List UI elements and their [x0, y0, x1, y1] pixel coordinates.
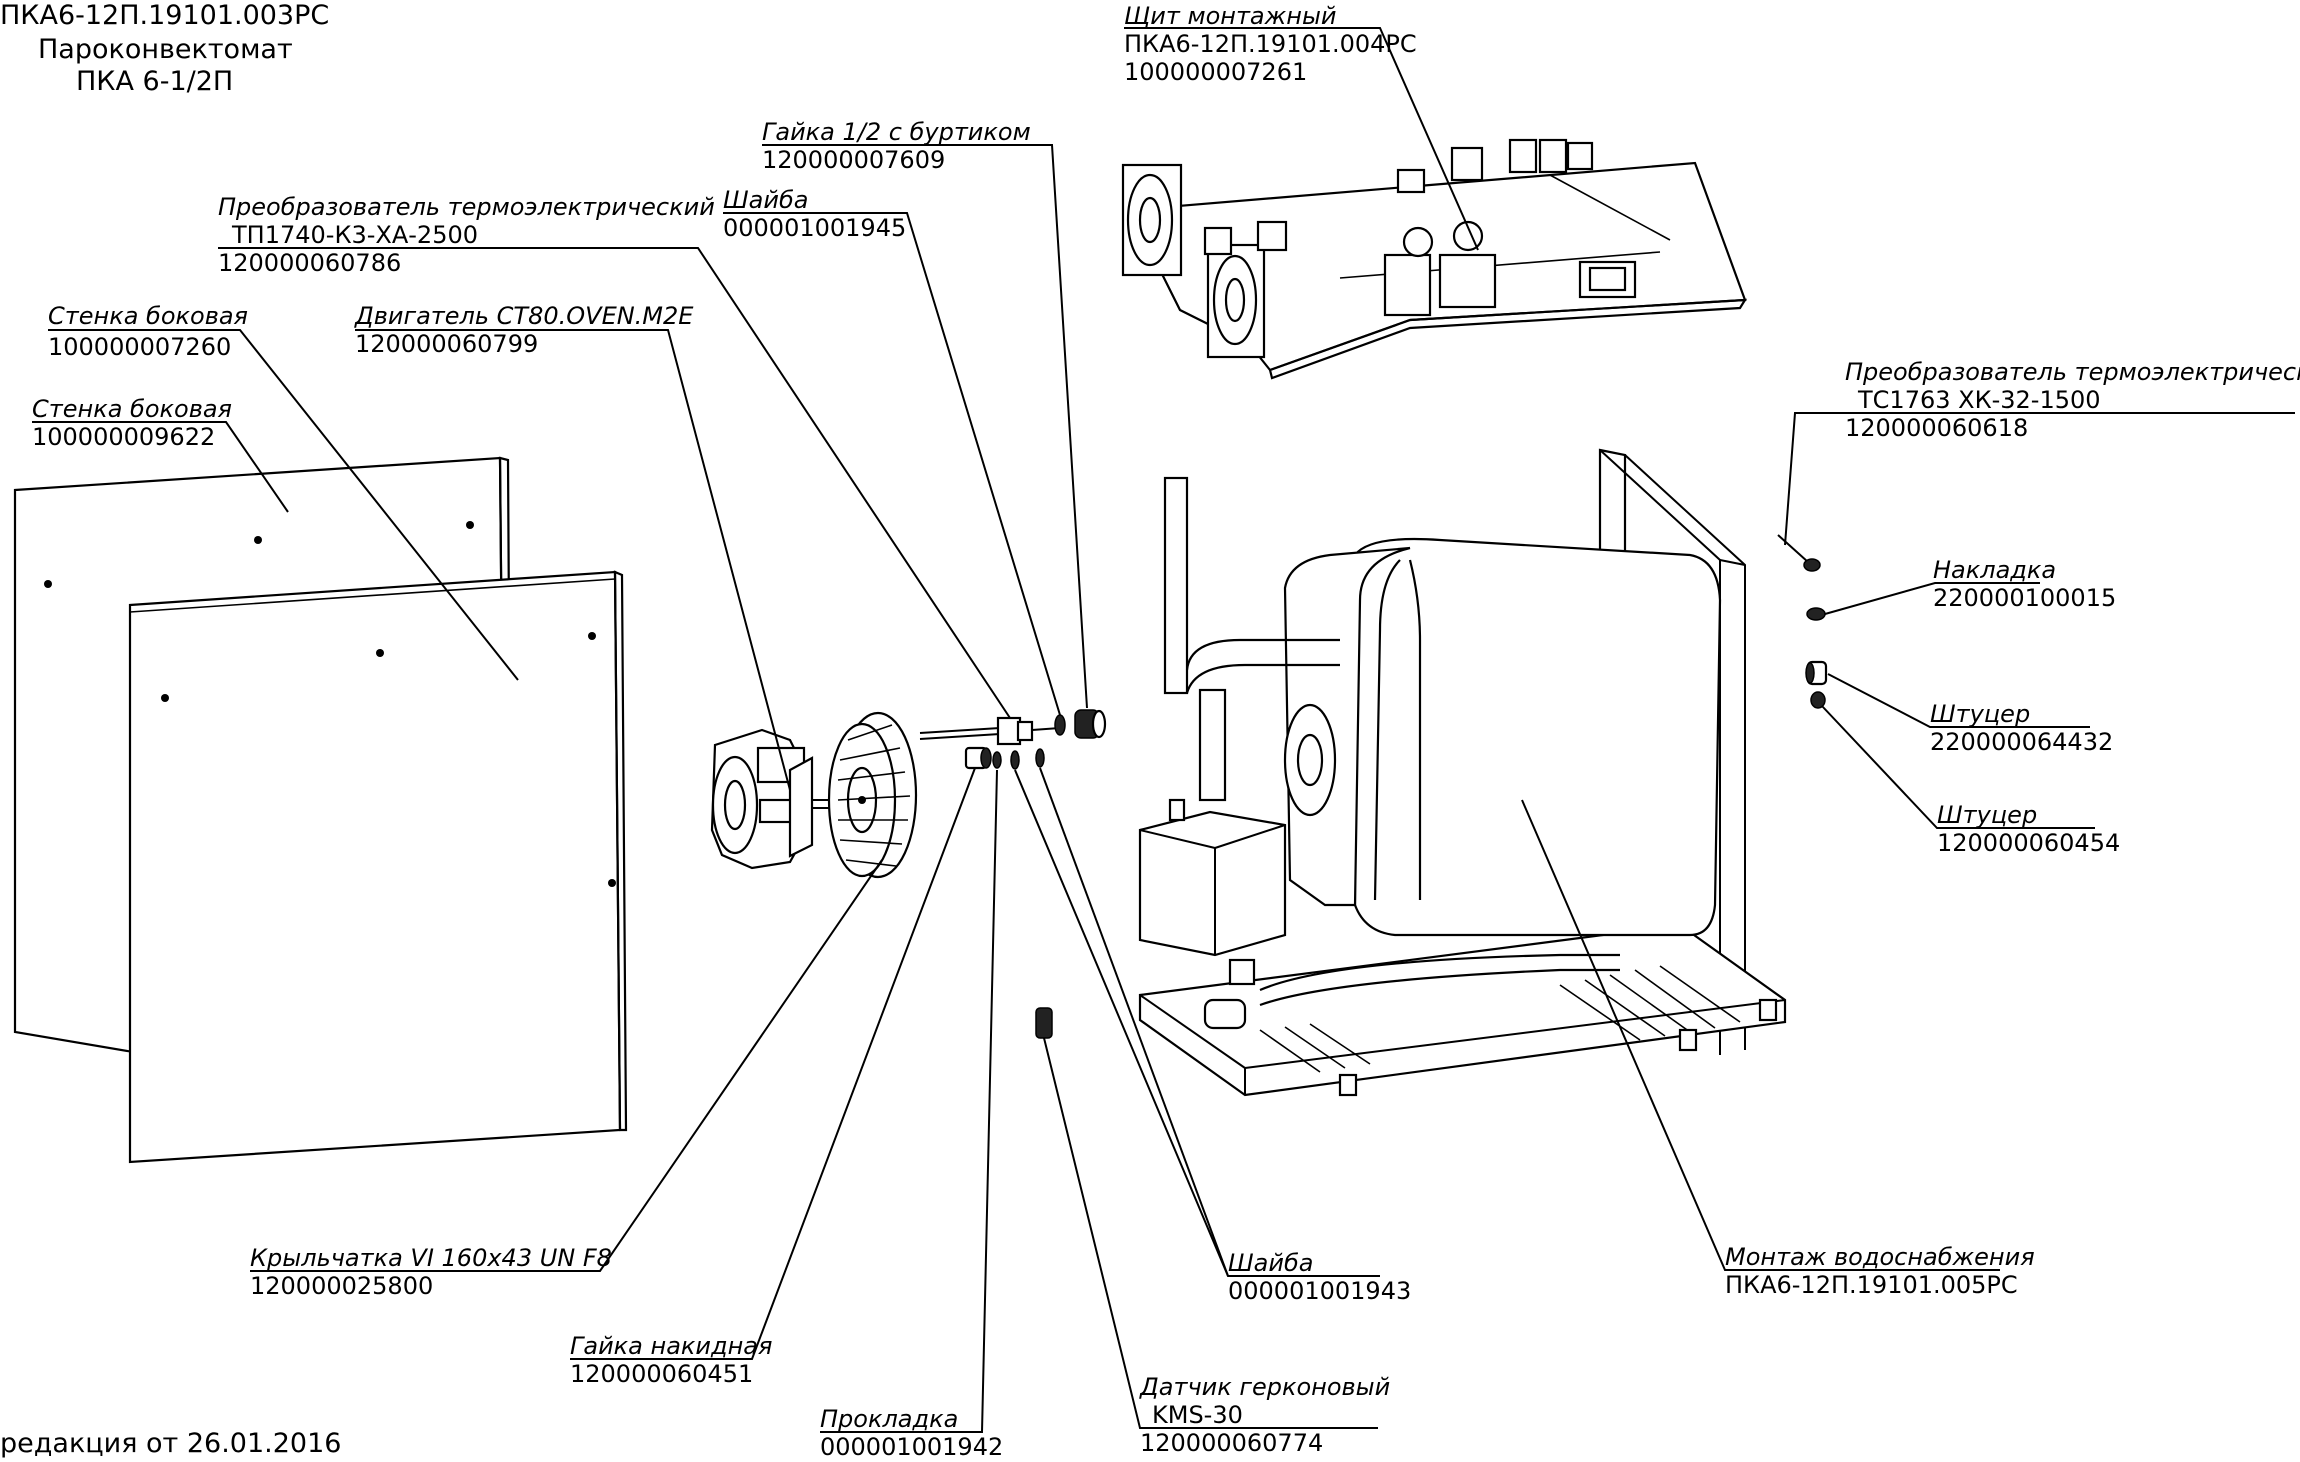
fitting-432-part	[1805, 660, 1828, 686]
callout-side-wall-622-code: 100000009622	[32, 423, 215, 451]
motor-part	[710, 728, 840, 870]
callout-side-wall-260-code: 100000007260	[48, 333, 231, 361]
callout-side-wall-622: Стенка боковая 100000009622	[32, 395, 289, 513]
callout-mounting-panel-code: 100000007261	[1124, 58, 1307, 86]
thermocouple-probe-part	[919, 716, 1061, 746]
callout-overlay-code: 220000100015	[1933, 584, 2116, 612]
callout-mounting-panel-designation: ПКА6-12П.19101.004РС	[1124, 30, 1417, 58]
callout-collar-nut-name: Гайка 1/2 с буртиком	[762, 118, 1031, 146]
callout-overlay-name: Накладка	[1933, 556, 2056, 584]
side-wall-front-panel	[128, 570, 628, 1164]
collar-nut-part	[1074, 709, 1107, 739]
callout-thermo-tc1763: Преобразователь термоэлектрический ТС176…	[1784, 358, 2300, 546]
callout-fitting-454: Штуцер 120000060454	[1821, 705, 2120, 857]
callout-washer-1945-name: Шайба	[723, 186, 808, 214]
mounting-panel-part	[1121, 138, 1748, 380]
callout-gasket: Прокладка 000001001942	[820, 769, 1003, 1461]
callout-gasket-name: Прокладка	[820, 1405, 958, 1433]
doc-code: ПКА6-12П.19101.003РС	[0, 0, 329, 31]
callout-reed-sensor-model: KMS-30	[1152, 1401, 1243, 1429]
impeller-part	[827, 711, 918, 879]
callout-impeller: Крыльчатка VI 160x43 UN F8 120000025800	[250, 859, 883, 1300]
callout-mounting-panel-name: Щит монтажный	[1124, 2, 1336, 30]
revision-note: редакция от 26.01.2016	[0, 1428, 341, 1459]
callout-side-wall-622-name: Стенка боковая	[32, 395, 232, 423]
callout-washer-1945: Шайба 000001001945	[723, 186, 1061, 716]
callout-fitting-432-name: Штуцер	[1930, 700, 2030, 728]
callout-reed-sensor: Датчик герконовый KMS-30 120000060774	[1043, 1037, 1390, 1457]
callout-thermo-tp1740-model: ТП1740-К3-ХА-2500	[231, 221, 478, 249]
callout-water-supply-name: Монтаж водоснабжения	[1725, 1243, 2035, 1271]
callout-washer-1943-code: 000001001943	[1228, 1277, 1411, 1305]
callout-overlay: Накладка 220000100015	[1824, 556, 2116, 615]
callout-reed-sensor-name: Датчик герконовый	[1139, 1373, 1390, 1401]
callout-thermo-tc1763-code: 120000060618	[1845, 414, 2028, 442]
title-block: ПКА6-12П.19101.003РС Пароконвектомат ПКА…	[0, 0, 329, 97]
callout-impeller-code: 120000025800	[250, 1272, 433, 1300]
reed-sensor-part	[1035, 1007, 1053, 1039]
callout-gasket-code: 000001001942	[820, 1433, 1003, 1461]
callout-fitting-454-code: 120000060454	[1937, 829, 2120, 857]
callout-union-nut-code: 120000060451	[570, 1360, 753, 1388]
callout-water-supply: Монтаж водоснабжения ПКА6-12П.19101.005Р…	[1521, 799, 2035, 1299]
callout-union-nut: Гайка накидная 120000060451	[570, 767, 976, 1388]
callout-thermo-tc1763-model: ТС1763 ХК-32-1500	[1857, 386, 2101, 414]
callout-washer-1943-name: Шайба	[1228, 1249, 1313, 1277]
callout-thermo-tp1740-code: 120000060786	[218, 249, 401, 277]
callout-fitting-454-name: Штуцер	[1937, 801, 2037, 829]
callout-thermo-tp1740-name: Преобразователь термоэлектрический	[218, 193, 715, 221]
callout-fitting-432-code: 220000064432	[1930, 728, 2113, 756]
callout-union-nut-name: Гайка накидная	[570, 1332, 772, 1360]
union-nut-part	[964, 746, 992, 770]
fitting-454-part	[1810, 691, 1826, 709]
callout-motor-name: Двигатель CT80.OVEN.M2E	[354, 302, 694, 330]
callout-washer-1943: Шайба 000001001943	[1014, 767, 1411, 1305]
callout-fitting-432: Штуцер 220000064432	[1827, 673, 2113, 756]
product-name: Пароконвектомат	[38, 34, 293, 65]
callout-thermo-tc1763-name: Преобразователь термоэлектрический	[1845, 358, 2300, 386]
product-model: ПКА 6-1/2П	[76, 66, 233, 97]
washer-1943-part	[1010, 748, 1045, 770]
water-supply-assembly-part	[1138, 448, 1787, 1097]
thermocouple-tc1763-part	[1777, 534, 1821, 572]
callout-motor-code: 120000060799	[355, 330, 538, 358]
overlay-part	[1806, 607, 1826, 621]
washer-1945-part	[1054, 714, 1066, 736]
callout-washer-1945-code: 000001001945	[723, 214, 906, 242]
callout-side-wall-260-name: Стенка боковая	[48, 302, 248, 330]
callout-water-supply-designation: ПКА6-12П.19101.005РС	[1725, 1271, 2018, 1299]
callout-motor: Двигатель CT80.OVEN.M2E 120000060799	[354, 302, 791, 791]
callout-thermo-tp1740: Преобразователь термоэлектрический ТП174…	[218, 193, 1011, 719]
callout-collar-nut: Гайка 1/2 с буртиком 120000007609	[762, 118, 1088, 709]
callout-side-wall-260: Стенка боковая 100000007260	[48, 302, 519, 681]
callout-mounting-panel: Щит монтажный ПКА6-12П.19101.004РС 10000…	[1124, 2, 1479, 251]
callout-reed-sensor-code: 120000060774	[1140, 1429, 1323, 1457]
callout-impeller-name: Крыльчатка VI 160x43 UN F8	[250, 1244, 612, 1272]
callout-collar-nut-code: 120000007609	[762, 146, 945, 174]
gasket-part	[992, 751, 1002, 769]
